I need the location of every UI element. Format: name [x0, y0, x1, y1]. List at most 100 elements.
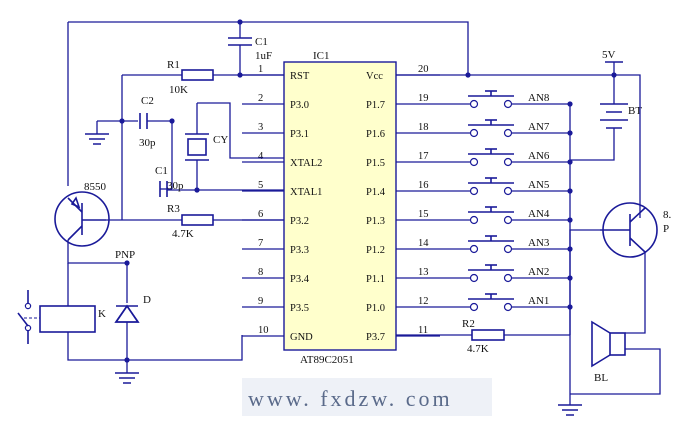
- c1-top-name: C1: [255, 36, 268, 48]
- buzzer-name: BL: [594, 372, 608, 384]
- r3-value: 4.7K: [172, 228, 194, 240]
- r1-name: R1: [167, 59, 180, 71]
- r2-value: 4.7K: [467, 343, 489, 355]
- button-label: AN8: [528, 92, 550, 104]
- pin-name: P3.1: [290, 129, 309, 140]
- watermark-box: [242, 378, 492, 416]
- pin-name: P1.1: [366, 274, 385, 285]
- diode-name: D: [143, 294, 151, 306]
- chip-part-label: AT89C2051: [300, 354, 354, 366]
- pin-number: 19: [418, 93, 429, 104]
- pin-number: 12: [418, 296, 429, 307]
- pin-number: 1: [258, 64, 263, 75]
- resistor-r2: [471, 329, 505, 341]
- button-contact: [469, 215, 479, 225]
- button-contact: [469, 302, 479, 312]
- c1-xtal-name: C1: [155, 165, 168, 177]
- button-contact: [503, 128, 513, 138]
- resistor-r3: [181, 214, 214, 226]
- button-contact: [469, 244, 479, 254]
- chip-ref-label: IC1: [313, 50, 330, 62]
- c2-value: 30p: [139, 137, 156, 149]
- pin-number: 5: [258, 180, 263, 191]
- pin-number: 11: [418, 325, 428, 336]
- diode-d: [114, 304, 140, 323]
- r3-name: R3: [167, 203, 180, 215]
- ground-icon: [558, 404, 582, 416]
- pin-name: P3.4: [290, 274, 310, 285]
- pin-number: 13: [418, 267, 429, 278]
- q-left-name: 8550: [84, 181, 107, 193]
- button-contact: [503, 244, 513, 254]
- button-contact: [503, 157, 513, 167]
- pin-name: GND: [290, 332, 313, 343]
- pin-number: 3: [258, 122, 263, 133]
- pin-number: 18: [418, 122, 429, 133]
- pin-name: Vcc: [366, 71, 383, 82]
- q-left-type: PNP: [115, 249, 135, 261]
- pin-name: P3.5: [290, 303, 309, 314]
- crystal-cy: [187, 138, 207, 156]
- button-contact: [503, 302, 513, 312]
- pin-number: 14: [418, 238, 429, 249]
- relay-name: K: [98, 308, 106, 320]
- pin-name: P1.7: [366, 100, 385, 111]
- pin-number: 15: [418, 209, 429, 220]
- capacitor-c1-xtal: [159, 181, 168, 197]
- pin-name: RST: [290, 71, 310, 82]
- pin-name: P1.3: [366, 216, 385, 227]
- pin-number: 16: [418, 180, 429, 191]
- button-label: AN5: [528, 179, 550, 191]
- transistor-8550: [54, 191, 110, 247]
- capacitor-c1-top: [228, 37, 252, 46]
- battery-name: BT: [628, 105, 642, 117]
- button-contact: [469, 157, 479, 167]
- button-contact: [469, 273, 479, 283]
- button-contact: [503, 186, 513, 196]
- battery-bt: [600, 103, 628, 129]
- button-contact: [469, 99, 479, 109]
- relay-contact: [17, 312, 29, 327]
- pin-name: P3.7: [366, 332, 385, 343]
- pin-name: P1.6: [366, 129, 385, 140]
- button-label: AN7: [528, 121, 550, 133]
- pin-name: P1.2: [366, 245, 385, 256]
- pin-number: 10: [258, 325, 269, 336]
- button-label: AN1: [528, 295, 549, 307]
- pin-name: P1.4: [366, 187, 386, 198]
- button-contact: [469, 128, 479, 138]
- pin-number: 2: [258, 93, 263, 104]
- pin-name: P3.3: [290, 245, 309, 256]
- q-right-type: P: [663, 223, 669, 235]
- relay-coil: [39, 305, 96, 333]
- c2-name: C2: [141, 95, 154, 107]
- chip-body: [283, 61, 397, 351]
- button-label: AN6: [528, 150, 550, 162]
- buzzer-bl: [609, 332, 626, 356]
- c1-xtal-value: 30p: [167, 180, 184, 192]
- pin-name: XTAL1: [290, 187, 322, 198]
- button-label: AN2: [528, 266, 549, 278]
- pin-number: 7: [258, 238, 263, 249]
- speaker-icon: [591, 320, 611, 368]
- button-label: AN3: [528, 237, 550, 249]
- ground-icon: [85, 133, 109, 145]
- button-contact: [503, 99, 513, 109]
- watermark-text: www. fxdzw. com: [248, 386, 453, 411]
- button-contact: [469, 186, 479, 196]
- pin-number: 6: [258, 209, 263, 220]
- button-contact: [503, 215, 513, 225]
- pin-number: 8: [258, 267, 263, 278]
- pin-name: P1.0: [366, 303, 385, 314]
- cy-name: CY: [213, 134, 228, 146]
- chip-right-pins: 20Vcc19P1.718P1.617P1.516P1.415P1.314P1.…: [366, 64, 440, 343]
- pin-name: P3.0: [290, 100, 309, 111]
- q-right-name: 8.: [663, 209, 672, 221]
- pin-name: XTAL2: [290, 158, 322, 169]
- pin-name: P3.2: [290, 216, 309, 227]
- transistor-arrow: [70, 196, 81, 209]
- pin-number: 9: [258, 296, 263, 307]
- button-label: AN4: [528, 208, 550, 220]
